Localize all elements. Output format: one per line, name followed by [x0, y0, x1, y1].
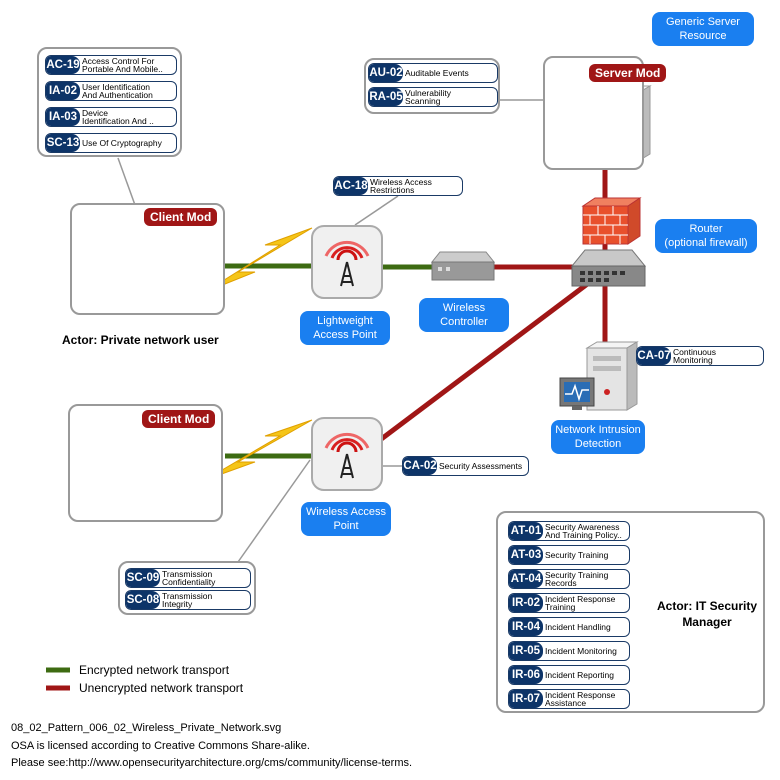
client-mod-label-2: Client Mod: [142, 410, 216, 428]
control-code: IA-03: [46, 108, 80, 126]
transmission-controls-connector: [237, 459, 311, 563]
router-label: Router (optional firewall): [655, 219, 757, 253]
lightweight-access-point-label: Lightweight Access Point: [300, 311, 390, 345]
control-code: AT-01: [509, 522, 543, 540]
server-mod-label: Server Mod: [589, 64, 667, 82]
control-description: Transmission Confidentiality: [162, 568, 216, 587]
control-description: Device Identification And ..: [82, 107, 154, 126]
control-description: Auditable Events: [405, 67, 469, 78]
wireless-signal-bolt-2: [204, 419, 313, 481]
control-code: IR-06: [509, 666, 543, 684]
control-code: SC-09: [126, 569, 160, 587]
actor-it-security-manager: Actor: IT Security Manager: [656, 599, 758, 629]
control-code: IR-04: [509, 618, 543, 636]
control-description: Incident Reporting: [545, 669, 614, 680]
control-code: AT-03: [509, 546, 543, 564]
control-code: AC-19: [46, 56, 80, 74]
control-description: Use Of Cryptography: [82, 137, 162, 148]
control-description: Security Assessments: [439, 460, 523, 471]
footer-license-url: Please see:http://www.opensecurityarchit…: [11, 757, 413, 769]
client-controls-connector: [117, 157, 136, 206]
control-code: CA-02: [403, 457, 437, 475]
footer-filename: 08_02_Pattern_006_02_Wireless_Private_Ne…: [11, 722, 282, 734]
control-code: IR-05: [509, 642, 543, 660]
control-badge-ca-02: CA-02 Security Assessments: [402, 456, 529, 476]
control-description: Incident Response Assistance: [545, 689, 616, 708]
control-description: Transmission Integrity: [162, 590, 213, 609]
control-code: SC-13: [46, 134, 80, 152]
client-mod-label-1: Client Mod: [144, 208, 218, 226]
ac18-connector: [354, 195, 399, 226]
control-badge-ac-18: AC-18 Wireless Access Restrictions: [333, 176, 463, 196]
legend-encrypted-text: Encrypted network transport: [79, 663, 230, 677]
network-intrusion-detection-label: Network Intrusion Detection: [551, 420, 645, 454]
control-description: Incident Response Training: [545, 593, 616, 612]
firewall-icon: [581, 197, 642, 245]
router-icon: [570, 249, 647, 287]
monitor-pulse-icon: [559, 377, 595, 410]
wireless-controller-icon: [430, 251, 496, 281]
unencrypted-link-ap-router: [378, 280, 592, 442]
control-code: AC-18: [334, 177, 368, 195]
control-code: CA-07: [637, 347, 671, 365]
control-code: RA-05: [369, 88, 403, 106]
control-description: Vulnerability Scanning: [405, 87, 451, 106]
wireless-access-point-icon: [311, 417, 383, 491]
control-code: IA-02: [46, 82, 80, 100]
legend-unencrypted-text: Unencrypted network transport: [79, 681, 244, 695]
control-description: Security Awareness And Training Policy..: [545, 521, 622, 540]
wireless-access-point-label: Wireless Access Point: [301, 502, 391, 536]
footer-license: OSA is licensed according to Creative Co…: [11, 740, 310, 752]
generic-server-resource-label: Generic Server Resource: [652, 12, 754, 46]
control-description: Incident Monitoring: [545, 645, 617, 656]
control-description: Security Training: [545, 549, 609, 560]
client-module-2-panel: [68, 404, 223, 522]
actor-private-network-user: Actor: Private network user: [62, 333, 219, 347]
control-code: IR-07: [509, 690, 543, 708]
control-description: Security Training Records: [545, 569, 609, 588]
control-badge-ca-07: CA-07 Continuous Monitoring: [636, 346, 764, 366]
wireless-signal-bolt-1: [204, 227, 313, 293]
wireless-controller-label: Wireless Controller: [419, 298, 509, 332]
control-code: AU-02: [369, 64, 403, 82]
control-description: User Identification And Authentication: [82, 81, 153, 100]
control-code: IR-02: [509, 594, 543, 612]
control-description: Incident Handling: [545, 621, 611, 632]
control-description: Continuous Monitoring: [673, 346, 717, 365]
control-description: Wireless Access Restrictions: [370, 176, 432, 195]
lightweight-access-point-icon: [311, 225, 383, 299]
control-description: Access Control For Portable And Mobile..: [82, 55, 163, 74]
control-code: SC-08: [126, 591, 160, 609]
control-code: AT-04: [509, 570, 543, 588]
